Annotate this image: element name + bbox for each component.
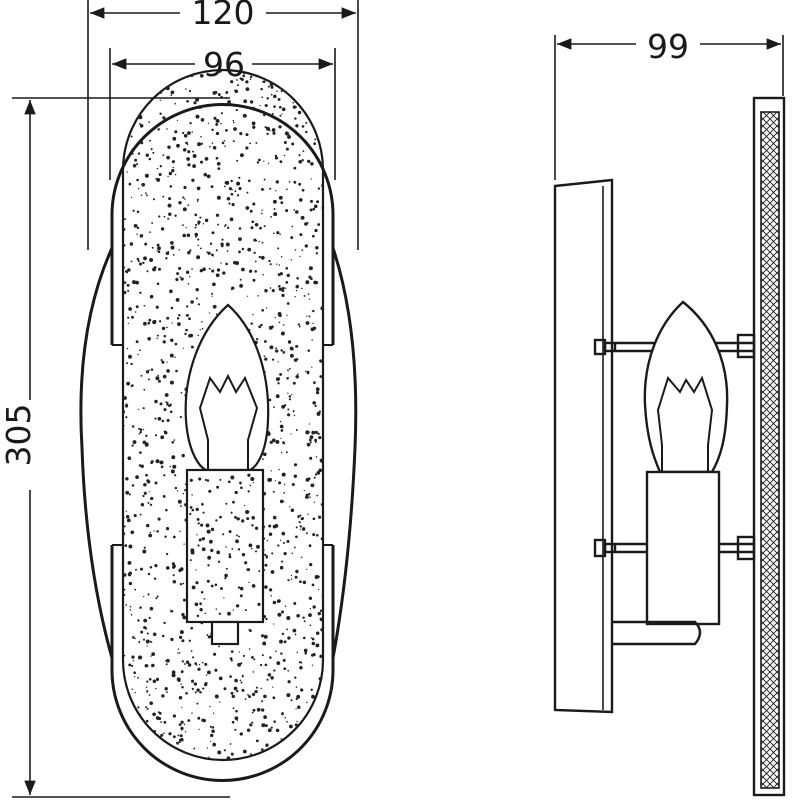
dim-96-label: 96	[203, 45, 245, 84]
dim-305-label: 305	[0, 404, 38, 467]
bulb-glass	[184, 303, 270, 472]
frame-gap-caps	[112, 344, 333, 546]
side-socket	[612, 620, 702, 646]
wall-plate-texture	[760, 111, 780, 789]
side-dimensions	[554, 35, 784, 180]
side-view	[553, 96, 786, 797]
bulb-filament	[198, 373, 259, 470]
side-bulb-glass	[643, 300, 729, 474]
side-bulb-filament	[656, 375, 714, 472]
wall-plate	[752, 96, 786, 797]
dim-120-label: 120	[192, 0, 255, 32]
front-dimensions	[12, 0, 359, 798]
back-plate-left	[79, 247, 114, 659]
side-glass-panel	[553, 178, 614, 714]
sleeve-texture	[189, 473, 261, 618]
side-candle-sleeve	[645, 470, 721, 626]
bulb-base-stem	[210, 620, 240, 646]
back-plate-right	[331, 247, 358, 659]
dim-99-label: 99	[647, 27, 689, 66]
front-bulb	[184, 303, 270, 646]
